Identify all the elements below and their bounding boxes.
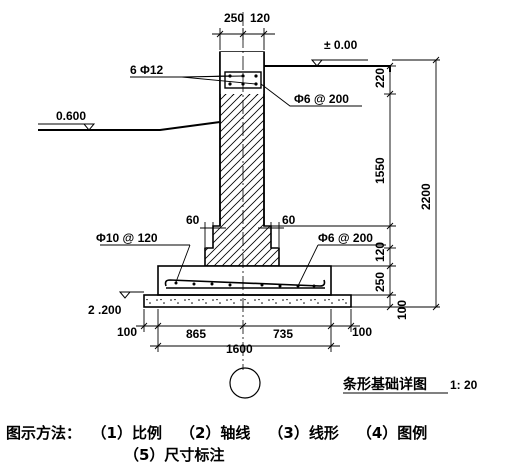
dim-step-height: 120 <box>373 242 387 262</box>
bottom-dimensions <box>136 309 360 352</box>
caption-item-1: （1）比例 <box>99 424 162 442</box>
caption-item-2: （2）轴线 <box>179 424 251 442</box>
dim-footing-height: 250 <box>373 272 387 292</box>
caption-item-4: （4）图例 <box>356 424 428 442</box>
vertical-dim-labels: 220 1550 2200 120 250 100 <box>373 68 433 320</box>
dim-footing-right: 735 <box>273 327 293 341</box>
dim-cushion-height: 100 <box>395 300 409 320</box>
dim-total-height: 2200 <box>419 183 433 210</box>
drawing-title: 条形基础详图 <box>342 376 427 393</box>
axis-circle <box>229 367 261 399</box>
rebar-top-label: 6 Φ12 <box>130 63 164 77</box>
strip-foundation-detail-drawing: ± 0.00 0.600 2 .200 6 Φ12 Φ6 @ 200 Φ10 @… <box>38 11 478 399</box>
caption-item-3: （3）线形 <box>268 424 339 442</box>
dim-step-left: 60 <box>186 213 200 227</box>
rebar-base-cross-label: Φ10 @ 120 <box>96 231 158 245</box>
vertical-dimensions <box>264 56 440 311</box>
drawing-scale: 1: 20 <box>450 378 478 392</box>
foundation-section <box>143 51 352 308</box>
dim-wall-height: 1550 <box>373 157 387 184</box>
ring-beam-hatch <box>220 94 264 96</box>
ring-beam <box>220 52 264 94</box>
dim-wall-right: 120 <box>250 11 270 25</box>
caption-line-2: （5）尺寸标注 <box>124 444 224 465</box>
elevation-ground-label: 0.600 <box>56 109 86 123</box>
elevation-base-label: 2 .200 <box>88 303 122 317</box>
elevation-marks <box>38 59 368 299</box>
cushion-layer <box>143 294 352 308</box>
rebar-base-long-label: Φ6 @ 200 <box>318 231 373 245</box>
caption-prefix: 图示方法： <box>6 424 82 442</box>
dim-cushion-left: 100 <box>117 325 137 339</box>
dim-cushion-right: 100 <box>352 325 372 339</box>
footing-slab <box>157 265 332 296</box>
dim-footing-total: 1600 <box>226 342 253 356</box>
dim-beam-depth: 220 <box>373 68 387 88</box>
caption-line-1: 图示方法： （1）比例 （2）轴线 （3）线形 （4）图例 <box>6 422 427 443</box>
stirrup-label: Φ6 @ 200 <box>294 92 349 106</box>
top-dimension <box>212 28 275 50</box>
footing-rebar <box>164 279 326 289</box>
dim-footing-left: 865 <box>186 327 206 341</box>
dim-wall-left: 250 <box>224 11 244 25</box>
step-dimensions <box>200 222 284 247</box>
leader-lines <box>100 75 386 287</box>
caption-item-5: （5）尺寸标注 <box>124 446 225 464</box>
elevation-top-label: ± 0.00 <box>324 38 358 52</box>
dim-step-right: 60 <box>282 213 296 227</box>
